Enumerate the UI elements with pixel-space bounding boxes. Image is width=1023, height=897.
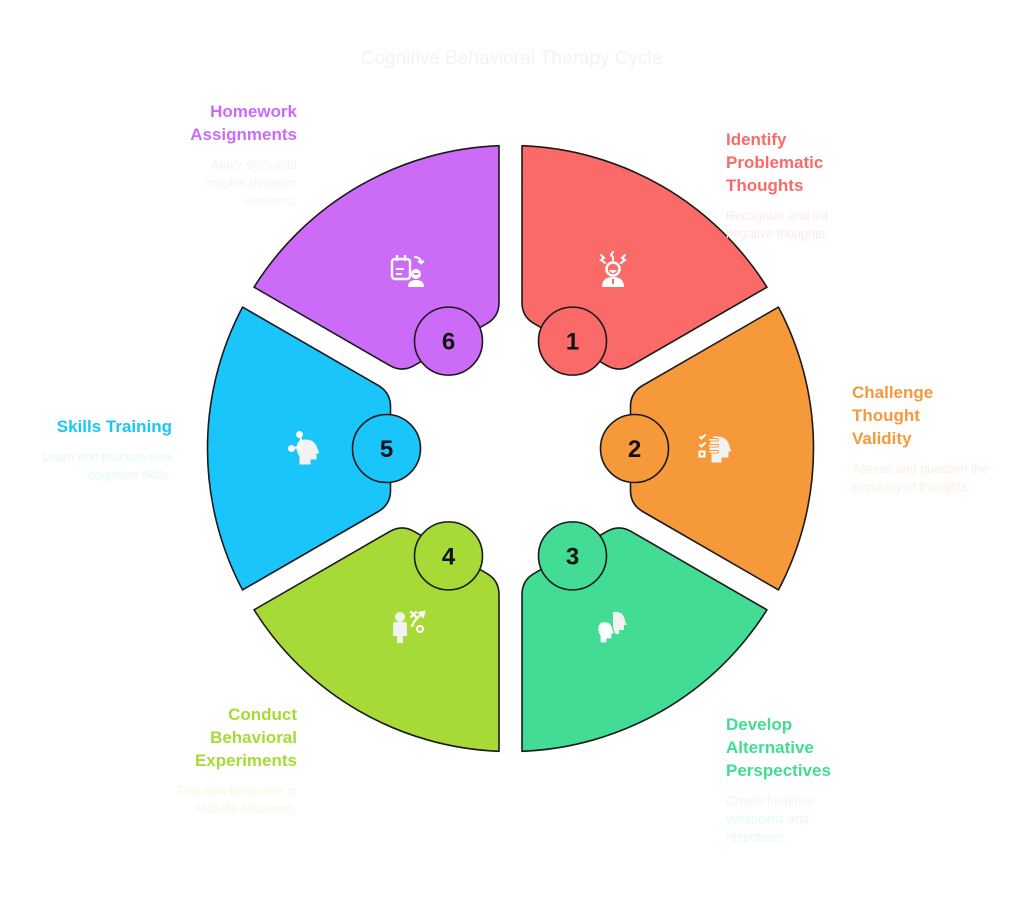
step-4-description: Test new behaviors in real-life situatio… bbox=[176, 784, 297, 816]
step-5-label: Skills Training Learn and practice new c… bbox=[30, 415, 172, 484]
title-line: Alternative bbox=[726, 738, 814, 757]
title-line: Problematic bbox=[726, 153, 824, 172]
step-2-number: 2 bbox=[628, 436, 641, 463]
step-3-title: Develop Alternative Perspectives bbox=[726, 713, 856, 782]
step-1-title: Identify Problematic Thoughts bbox=[726, 128, 856, 197]
checklist-head-icon bbox=[698, 433, 732, 463]
step-2-description: Assess and question the accuracy of thou… bbox=[852, 462, 989, 494]
two-heads-icon bbox=[597, 611, 627, 644]
step-1-number-badge bbox=[537, 306, 608, 376]
person-strategy-icon bbox=[393, 610, 426, 643]
step-4-number: 4 bbox=[442, 543, 456, 570]
step-2-number-badge bbox=[599, 413, 670, 484]
head-network-icon bbox=[288, 431, 320, 465]
diagram-title: Cognitive Behavioral Therapy Cycle bbox=[360, 48, 663, 69]
title-line: Homework bbox=[210, 102, 297, 121]
title-line: Thoughts bbox=[726, 176, 804, 195]
title-line: Perspectives bbox=[726, 761, 831, 780]
step-6-description: Apply skills and insights between sessio… bbox=[203, 158, 297, 208]
step-1-description: Recognize and list negative thoughts. bbox=[726, 209, 829, 241]
stressed-person-icon bbox=[599, 251, 627, 287]
step-4-label: Conduct Behavioral Experiments Test new … bbox=[150, 703, 297, 818]
step-6-label: Homework Assignments Apply skills and in… bbox=[170, 100, 297, 210]
title-line: Identify bbox=[726, 130, 787, 149]
step-2-label: Challenge Thought Validity Assess and qu… bbox=[852, 381, 992, 496]
title-line: Assignments bbox=[190, 125, 297, 144]
title-line: Experiments bbox=[194, 751, 297, 770]
step-5-description: Learn and practice new cognitive skills. bbox=[42, 450, 172, 482]
title-line: Develop bbox=[726, 715, 793, 734]
calendar-person-icon bbox=[390, 255, 425, 287]
step-5-number: 5 bbox=[380, 436, 393, 463]
step-3-label: Develop Alternative Perspectives Create … bbox=[726, 713, 856, 846]
step-6-title: Homework Assignments bbox=[170, 100, 297, 146]
title-line: Behavioral bbox=[210, 728, 297, 747]
title-line: Conduct bbox=[228, 705, 297, 724]
step-4-number-badge bbox=[413, 521, 484, 591]
step-3-number-badge bbox=[537, 521, 608, 591]
step-2-title: Challenge Thought Validity bbox=[852, 381, 992, 450]
step-5-number-badge bbox=[351, 413, 422, 484]
step-5-title: Skills Training bbox=[30, 415, 172, 438]
step-6-number-badge bbox=[413, 306, 484, 376]
step-1-label: Identify Problematic Thoughts Recognize … bbox=[726, 128, 856, 243]
title-line: Challenge bbox=[852, 383, 934, 402]
step-3-description: Create healthier viewpoints and response… bbox=[726, 794, 815, 844]
title-line: Skills Training bbox=[56, 417, 172, 436]
title-line: Validity bbox=[852, 429, 912, 448]
step-3-number: 3 bbox=[566, 543, 579, 570]
step-1-number: 1 bbox=[566, 329, 579, 356]
step-4-title: Conduct Behavioral Experiments bbox=[150, 703, 297, 772]
title-line: Thought bbox=[852, 406, 920, 425]
step-6-number: 6 bbox=[442, 329, 455, 356]
